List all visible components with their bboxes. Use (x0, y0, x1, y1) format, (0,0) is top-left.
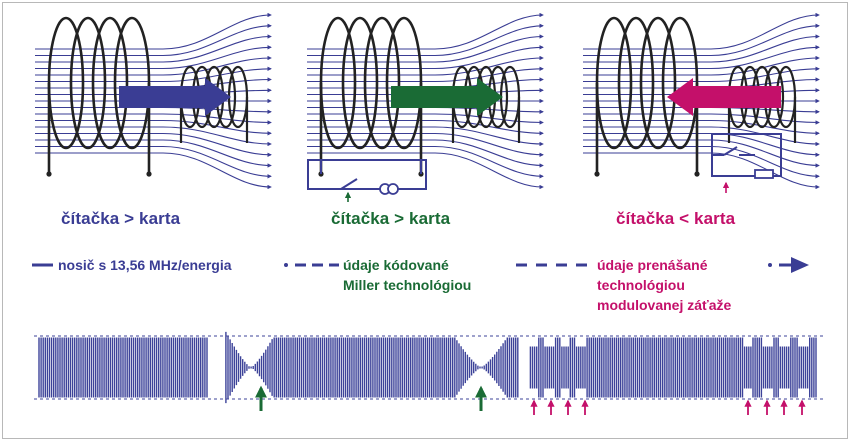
card-circuit (711, 133, 782, 193)
field-line (35, 34, 272, 63)
arrow-right-icon (119, 78, 231, 116)
field-line (307, 113, 544, 125)
load-resistor-symbol (754, 169, 774, 179)
field-line (307, 12, 544, 50)
coil-scene-1 (35, 12, 272, 190)
lead-end (594, 171, 600, 177)
switch-symbol (340, 178, 358, 190)
field-line (35, 145, 272, 179)
field-line (307, 132, 544, 157)
field-line (307, 139, 544, 168)
field-line (307, 45, 544, 70)
coil-scene-3 (583, 12, 820, 193)
field-line (583, 23, 820, 57)
legend-miller-line2: Miller technológiou (343, 277, 472, 293)
field-line (35, 113, 272, 125)
coil-turn (227, 65, 249, 129)
field-line (35, 132, 272, 157)
signal-waveform (34, 331, 825, 415)
field-line (307, 126, 544, 147)
field-line (35, 12, 272, 50)
coil-turn (499, 65, 521, 129)
reader-coil (46, 16, 152, 177)
field-line (35, 23, 272, 57)
field-line (307, 145, 544, 179)
carrier-signal (38, 331, 817, 404)
legend-lines (32, 257, 809, 273)
coil-turn (617, 16, 655, 150)
legend-load-line2: technológiou (597, 277, 685, 293)
reader-coil (318, 16, 424, 177)
field-line (35, 139, 272, 168)
lead-end (694, 171, 700, 177)
caption-reader-to-card-2: čítačka > karta (331, 209, 451, 228)
field-line (307, 106, 544, 114)
arrow-left-icon (667, 78, 781, 116)
field-line (35, 106, 272, 114)
coil-turn (595, 16, 633, 150)
circuit-box (307, 159, 427, 190)
rfid-coupling-diagram (32, 12, 825, 415)
legend-load-line1: údaje prenášané (597, 257, 708, 273)
field-line (583, 34, 820, 63)
coil-scene-2 (307, 12, 544, 202)
field-line (583, 113, 820, 125)
caption-card-to-reader: čítačka < karta (616, 209, 736, 228)
field-line (307, 152, 544, 190)
coil-turn (69, 16, 107, 150)
coil-turn (385, 16, 423, 150)
field-line (583, 12, 820, 50)
legend-dot (768, 263, 772, 267)
field-line (583, 139, 820, 168)
switch-symbol (723, 146, 738, 156)
field-line (35, 45, 272, 70)
reader-circuit (307, 159, 427, 202)
coupler-symbol (387, 183, 399, 195)
lead-end (46, 171, 52, 177)
field-line (583, 145, 820, 179)
field-line (583, 66, 820, 83)
field-line (35, 66, 272, 83)
field-line (35, 126, 272, 147)
field-line (583, 45, 820, 70)
coil-turn (47, 16, 85, 150)
field-lines (35, 12, 272, 190)
coil-turn (91, 16, 129, 150)
field-line (583, 152, 820, 190)
field-line (307, 66, 544, 83)
field-line (307, 23, 544, 57)
legend-dot (284, 263, 288, 267)
arrow-right-icon (391, 78, 503, 116)
legend-arrow-icon (791, 257, 809, 273)
coil-turn (113, 16, 151, 150)
legend-load-label: údaje prenášané technológiou modulovanej… (597, 255, 731, 315)
coil-turn (363, 16, 401, 150)
field-line (307, 34, 544, 63)
coil-turn (319, 16, 357, 150)
legend-load-line3: modulovanej záťaže (597, 297, 732, 313)
legend-miller-label: údaje kódované Miller technológiou (343, 255, 471, 295)
field-line (35, 152, 272, 190)
legend-miller-line1: údaje kódované (343, 257, 449, 273)
caption-reader-to-card-1: čítačka > karta (61, 209, 181, 228)
coil-turn (341, 16, 379, 150)
field-line (583, 106, 820, 114)
legend-carrier-label: nosič s 13,56 MHz/energia (58, 257, 232, 273)
lead-end (146, 171, 152, 177)
coil-turn (639, 16, 677, 150)
